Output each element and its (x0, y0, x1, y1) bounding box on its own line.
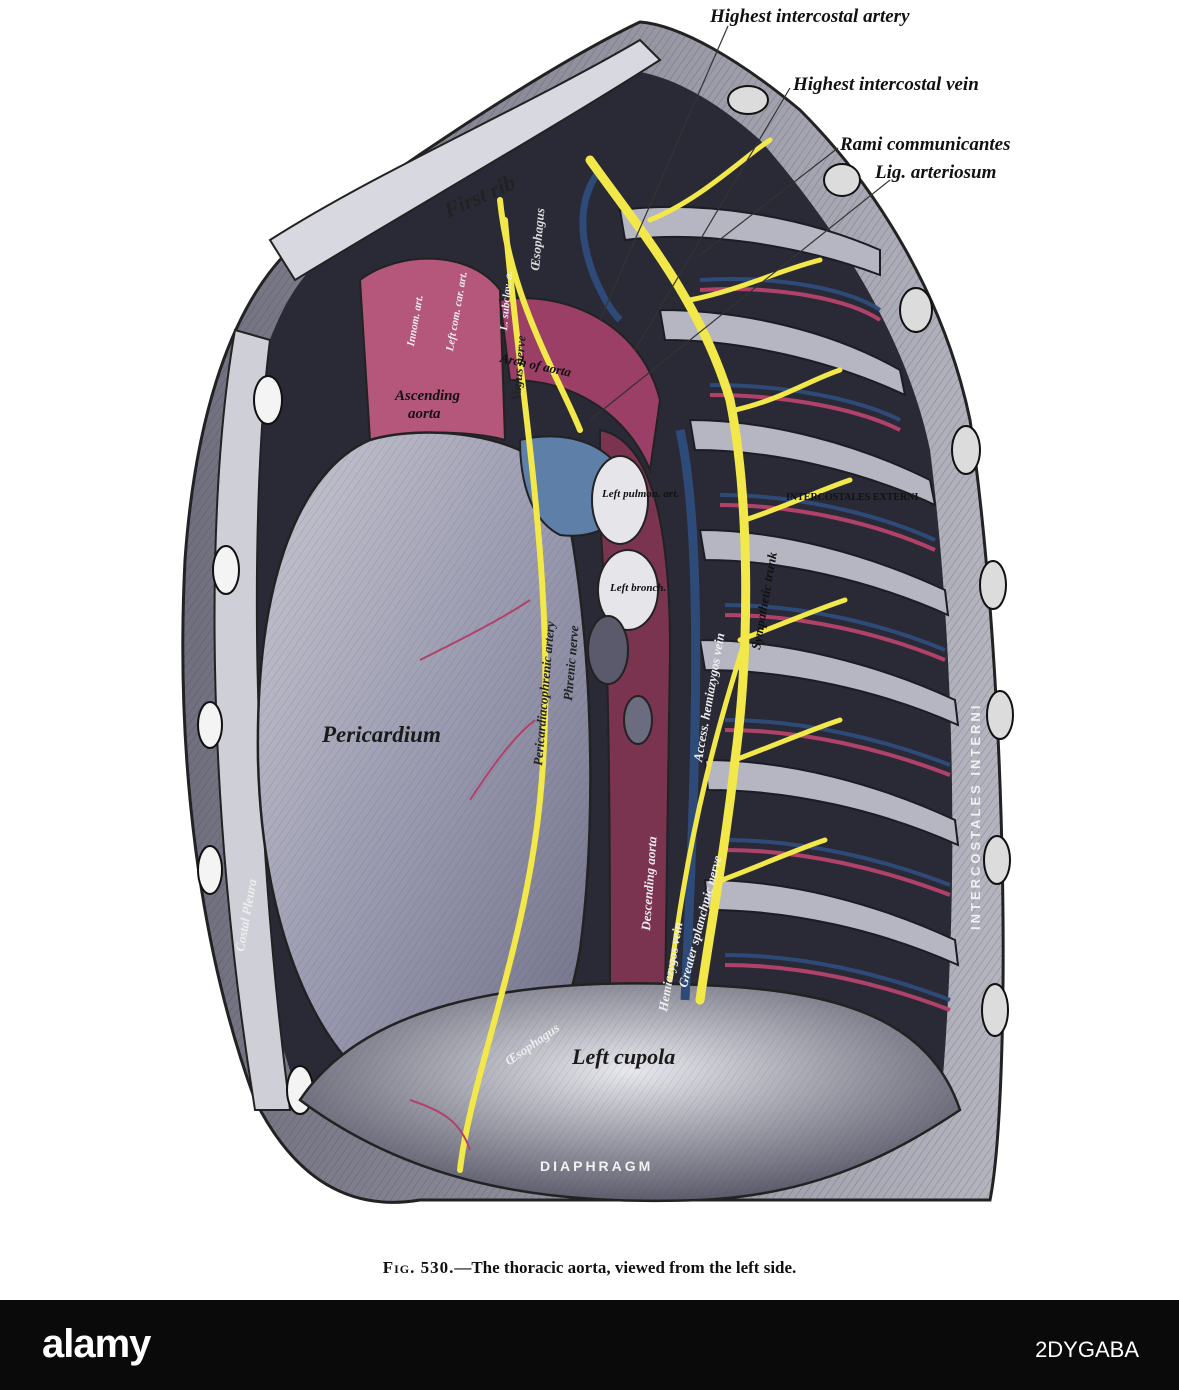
figure-caption-text: —The thoracic aorta, viewed from the lef… (454, 1258, 797, 1277)
anatomical-illustration: Highest intercostal artery Highest inter… (181, 6, 1014, 1204)
label-intercostales-interni: INTERCOSTALES INTERNI (968, 702, 983, 930)
figure-number: Fig. 530. (382, 1258, 455, 1277)
callout-highest-intercostal-vein: Highest intercostal vein (793, 74, 979, 95)
stock-footer-bar (0, 1300, 1179, 1390)
callout-rami-communicantes: Rami communicantes (840, 134, 1011, 155)
callout-highest-intercostal-artery: Highest intercostal artery (710, 6, 910, 27)
label-left-cupola: Left cupola (572, 1044, 676, 1069)
label-ascending-aorta-line1: Ascending (395, 388, 461, 404)
callout-leaders (589, 25, 891, 421)
greater-splanchnic-nerve (667, 637, 748, 983)
thorax-drawing (181, 20, 1014, 1204)
callout-lig-arteriosum: Lig. arteriosum (875, 162, 997, 183)
nerves (457, 137, 853, 1173)
rib-sections-right (727, 85, 1014, 1037)
first-rib (268, 38, 662, 282)
pericardiacophrenic-branches (409, 599, 536, 1151)
label-intercostales-externi: INTERCOSTALES EXTERNI (786, 492, 919, 503)
hemiazygos-vein (675, 429, 701, 1001)
sympathetic-trunk (585, 155, 751, 1005)
phrenic-nerve (457, 217, 549, 1173)
label-left-bronchus: Left bronch. (610, 582, 667, 594)
figure-caption: Fig. 530.—The thoracic aorta, viewed fro… (0, 1258, 1179, 1278)
label-pericardium: Pericardium (322, 722, 441, 747)
alamy-logo: alamy (42, 1322, 151, 1366)
label-ascending-aorta-line2: aorta (408, 406, 441, 422)
intercostal-vessels (699, 277, 951, 1012)
ribs-posterior (618, 206, 960, 967)
image-id-text: 2DYGABA (1035, 1337, 1139, 1362)
label-left-pulmonary-artery: Left pulmon. art. (602, 488, 680, 500)
label-diaphragm: DIAPHRAGM (540, 1158, 654, 1174)
